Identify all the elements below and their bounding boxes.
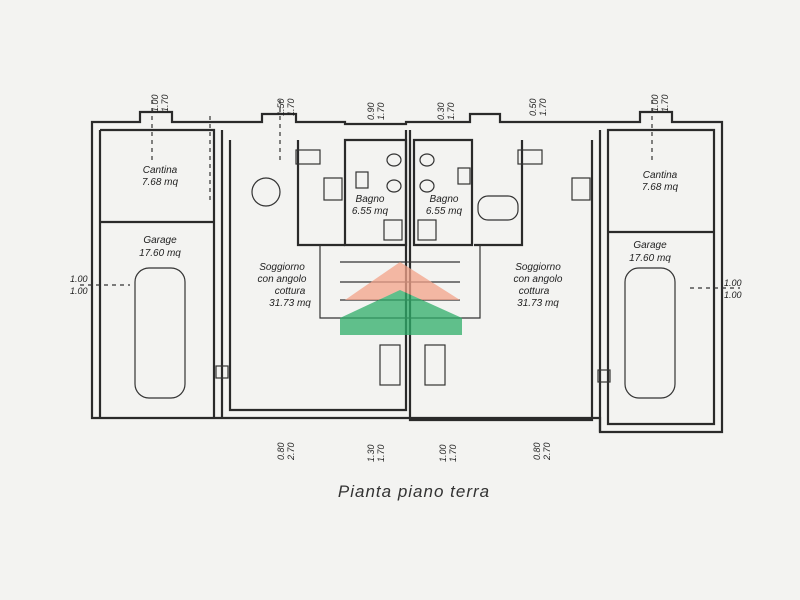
openings xyxy=(80,100,740,289)
dim-top-6a: 1.00 xyxy=(650,94,660,112)
flue-right xyxy=(597,369,611,383)
stair-block-left xyxy=(379,344,401,386)
dim-bottom-3b: 1.70 xyxy=(448,444,458,462)
room-name-cantina-left: Cantina xyxy=(143,165,178,176)
walls xyxy=(90,110,724,434)
dim-left-b: 1.00 xyxy=(70,286,88,296)
shower-right xyxy=(417,219,437,241)
dim-left-a: 1.00 xyxy=(70,274,88,284)
dim-top-5a: 0.50 xyxy=(528,98,538,116)
room-name-bagno-left: Bagno xyxy=(356,194,385,205)
dim-top-4a: 0.30 xyxy=(436,102,446,120)
kitchen-sink-left xyxy=(295,149,321,165)
room-area-garage-left: 17.60 mq xyxy=(139,248,181,259)
dim-bottom-1a: 0.80 xyxy=(276,442,286,460)
dim-bottom-1b: 2.70 xyxy=(286,442,296,461)
room-name-bagno-right: Bagno xyxy=(430,194,459,205)
stove-right xyxy=(571,177,591,201)
dim-bottom-2a: 1.30 xyxy=(366,444,376,462)
dim-bottom-2b: 1.70 xyxy=(376,444,386,462)
stair-block-right xyxy=(424,344,446,386)
furniture xyxy=(134,149,676,399)
room-name-soggiorno-left-2: con angolo xyxy=(258,274,307,285)
kitchen-sink-right xyxy=(517,149,543,165)
dim-top-2a: 1.50 xyxy=(276,98,286,116)
dim-right-b: 1.00 xyxy=(724,290,742,300)
dining-table xyxy=(251,177,281,207)
dim-bottom-4b: 2.70 xyxy=(542,442,552,461)
room-name-soggiorno-right-3: cottura xyxy=(519,286,550,297)
room-area-soggiorno-left: 31.73 mq xyxy=(269,298,311,309)
room-name-garage-left: Garage xyxy=(143,235,177,246)
washbasin-left xyxy=(355,171,369,189)
toilet-left xyxy=(386,153,402,167)
room-name-soggiorno-right: Soggiorno xyxy=(515,262,561,273)
dimensions-bottom: 0.80 2.70 1.30 1.70 1.00 1.70 0.80 2.70 xyxy=(276,442,552,462)
dim-top-5b: 1.70 xyxy=(538,98,548,116)
flue-left xyxy=(215,365,229,379)
dim-top-2b: 1.70 xyxy=(286,98,296,116)
room-area-bagno-left: 6.55 mq xyxy=(352,206,389,217)
room-area-soggiorno-right: 31.73 mq xyxy=(517,298,559,309)
car-left xyxy=(134,267,186,399)
dim-top-4b: 1.70 xyxy=(446,102,456,120)
plan-title: Pianta piano terra xyxy=(338,482,490,501)
room-area-cantina-left: 7.68 mq xyxy=(142,177,179,188)
dim-bottom-3a: 1.00 xyxy=(438,444,448,462)
dining-table-right xyxy=(477,195,519,221)
room-name-soggiorno-right-2: con angolo xyxy=(514,274,563,285)
dim-top-3b: 1.70 xyxy=(376,102,386,120)
dim-top-3a: 0.90 xyxy=(366,102,376,120)
stove-left xyxy=(323,177,343,201)
bidet-right xyxy=(419,179,435,193)
room-name-cantina-right: Cantina xyxy=(643,170,678,181)
dim-top-1b: 1.70 xyxy=(160,94,170,112)
bidet-left xyxy=(386,179,402,193)
room-name-garage-right: Garage xyxy=(633,240,667,251)
toilet-right xyxy=(419,153,435,167)
dimensions-top: 1.00 1.70 1.50 1.70 0.90 1.70 0.30 1.70 … xyxy=(150,94,670,120)
watermark-logo xyxy=(340,262,462,335)
room-area-bagno-right: 6.55 mq xyxy=(426,206,463,217)
dim-top-6b: 1.70 xyxy=(660,94,670,112)
shower-left xyxy=(383,219,403,241)
car-right xyxy=(624,267,676,399)
dim-top-1a: 1.00 xyxy=(150,94,160,112)
dim-right-a: 1.00 xyxy=(724,278,742,288)
room-name-soggiorno-left-3: cottura xyxy=(275,286,306,297)
washbasin-right xyxy=(457,167,471,185)
dim-bottom-4a: 0.80 xyxy=(532,442,542,460)
room-area-garage-right: 17.60 mq xyxy=(629,253,671,264)
room-area-cantina-right: 7.68 mq xyxy=(642,182,679,193)
room-name-soggiorno-left: Soggiorno xyxy=(259,262,305,273)
